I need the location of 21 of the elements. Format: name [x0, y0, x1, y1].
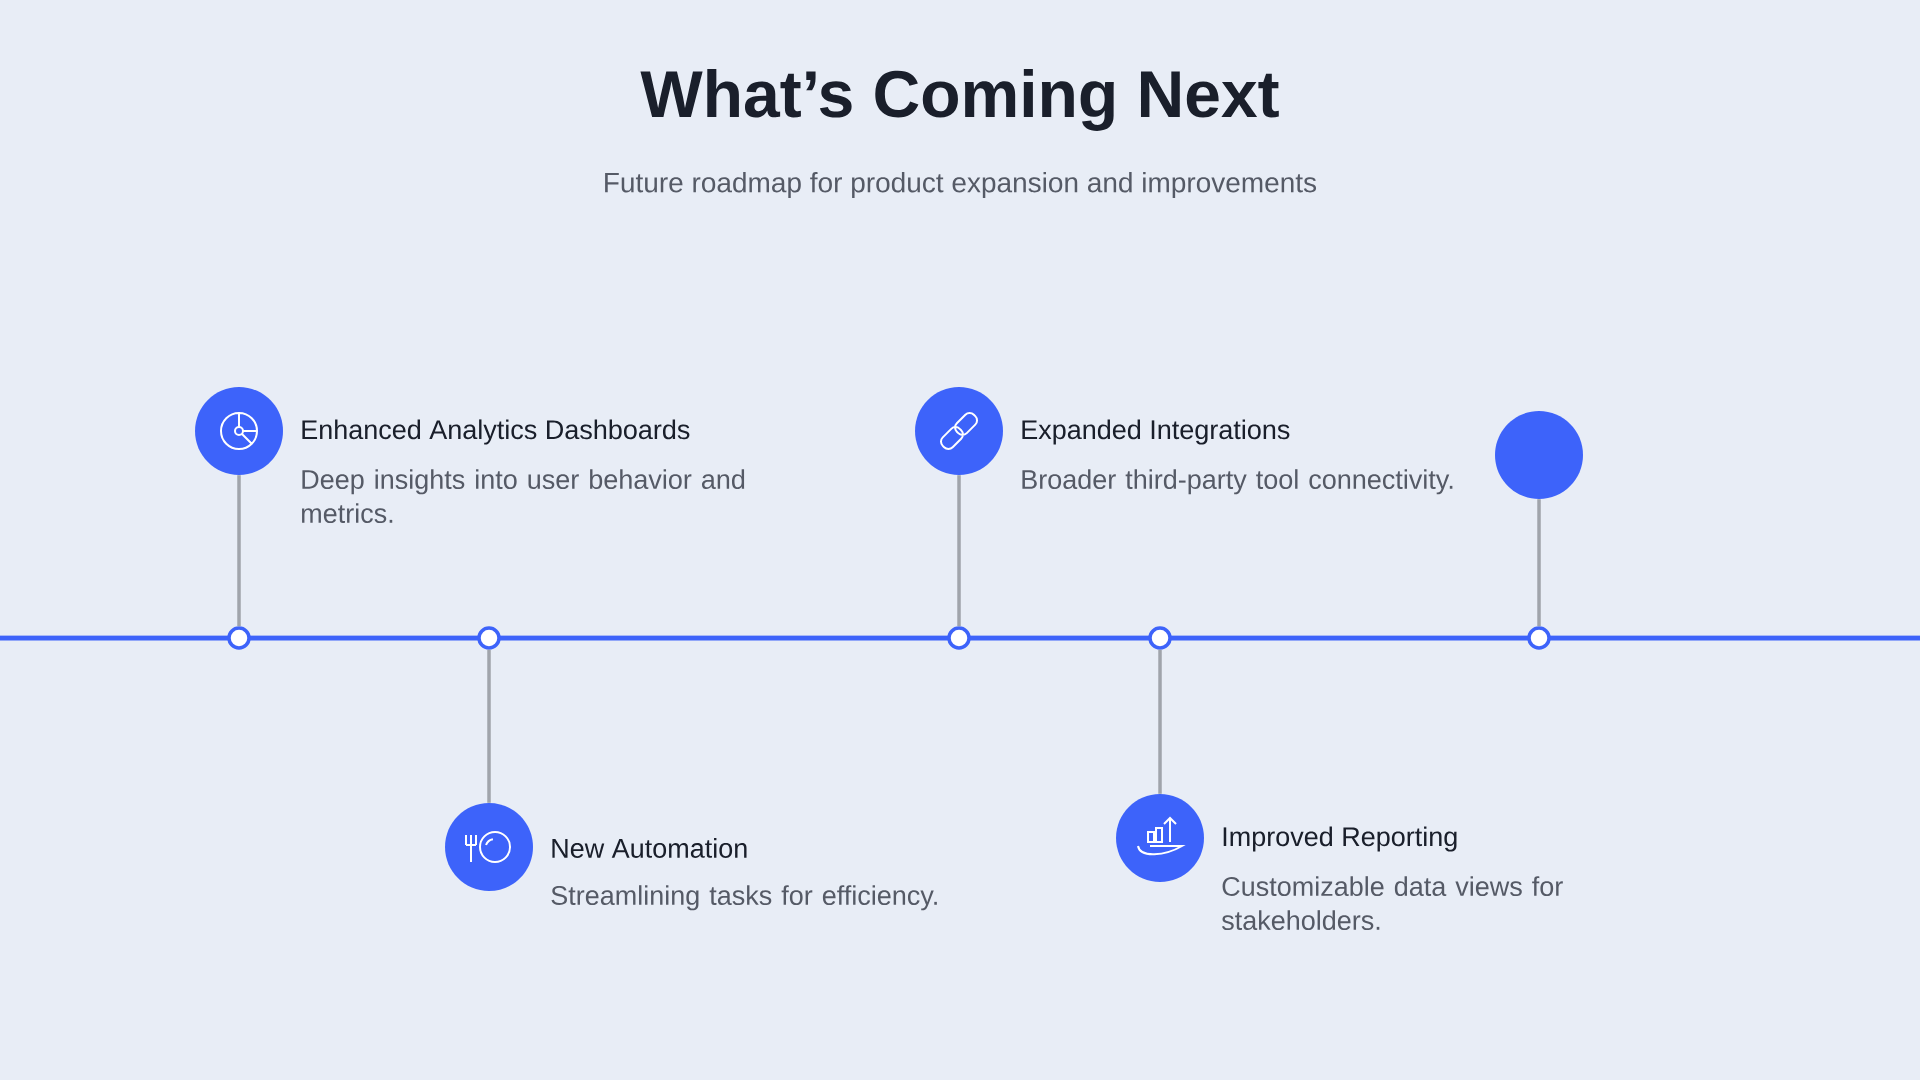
connector-line [957, 475, 961, 627]
connector-line [1158, 649, 1162, 794]
timeline-dot [947, 626, 971, 650]
timeline-dot [1527, 626, 1551, 650]
subtitle: Future roadmap for product expansion and improvements [605, 171, 1317, 199]
milestone-title: Expanded Integrations [1022, 419, 1290, 445]
connector-line [487, 649, 491, 803]
milestone-description: Broader third-party tool connectivity. [1022, 469, 1453, 495]
timeline-dot [1148, 626, 1172, 650]
timeline-dot [477, 626, 501, 650]
connector-line [237, 475, 241, 627]
title: What’s Coming Next [640, 69, 1279, 131]
milestone-title: Improved Reporting [1223, 826, 1457, 852]
milestone-title: New Automation [552, 838, 747, 858]
milestone-title: Enhanced Analytics Dashboards [302, 419, 690, 445]
milestone-description: Deep insights into user behavior and metrics. [302, 469, 745, 524]
milestone-circle [1495, 411, 1583, 499]
connector-line [1537, 499, 1541, 627]
milestone-description: Streamlining tasks for efficiency. [551, 885, 937, 911]
timeline-dot [227, 626, 251, 650]
milestone-description: Customizable data views for stakeholders. [1221, 876, 1563, 931]
